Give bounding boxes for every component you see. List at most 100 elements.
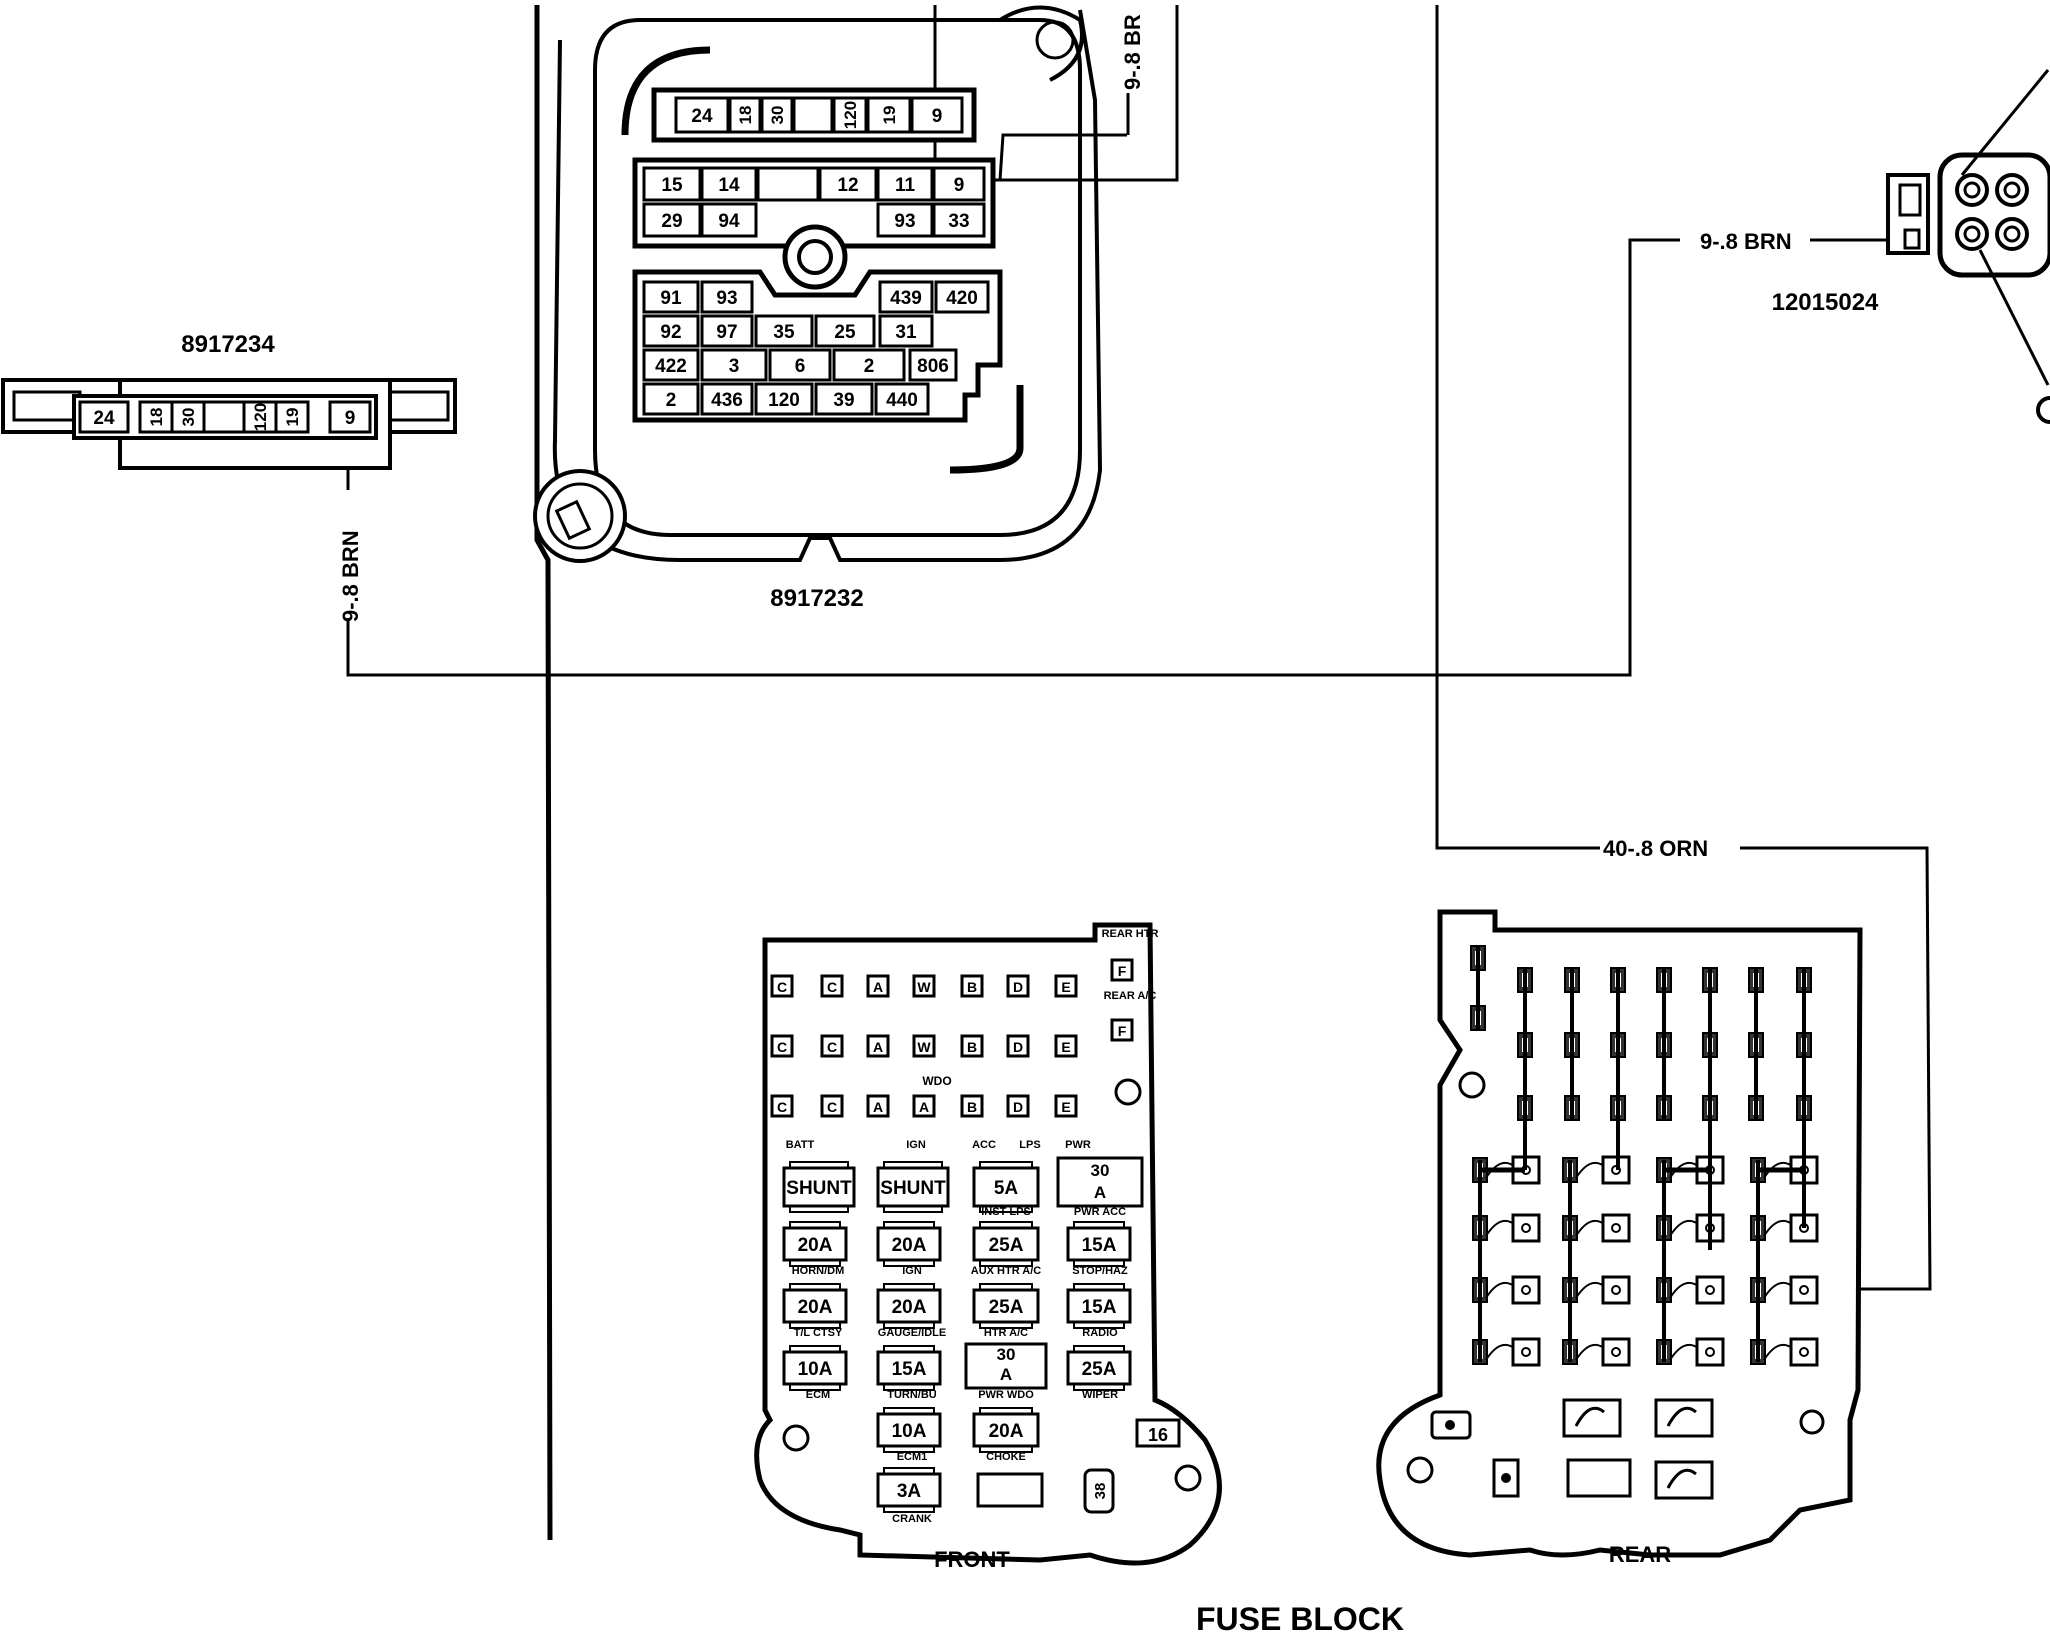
fuse-label: T/L CTSY	[794, 1327, 843, 1339]
terminal-hole	[1611, 1285, 1621, 1295]
pin-cell	[876, 166, 934, 202]
fuse-slot	[770, 1034, 794, 1058]
fuse-slot-letter: A	[873, 1099, 883, 1115]
pin-number: 30	[768, 106, 787, 125]
terminal-hole	[1705, 1347, 1715, 1357]
fuse-label: INST LPS	[981, 1206, 1031, 1218]
relay-slot	[1654, 1398, 1714, 1438]
pin-number: 94	[718, 211, 740, 232]
link	[1575, 1282, 1605, 1299]
pin-cell	[814, 314, 876, 348]
fuse-slot-letter: C	[777, 1039, 787, 1055]
fuse-slot-letter: A	[873, 979, 883, 995]
pin-number: 2	[666, 390, 677, 411]
pin-number: 14	[718, 175, 740, 196]
fuse-slot-letter: A	[873, 1039, 883, 1055]
pin-number: 9	[932, 106, 943, 127]
fuse-label: RADIO	[1082, 1327, 1118, 1339]
pin-number: 439	[890, 288, 922, 309]
fuse-empty	[1566, 1458, 1632, 1498]
link	[1575, 1344, 1605, 1361]
fuse-slot-letter: C	[827, 979, 837, 995]
link	[1669, 1344, 1699, 1361]
terminal-hole	[1445, 1420, 1455, 1430]
wdo-label: WDO	[922, 1074, 951, 1088]
fuse-slot-letter: C	[777, 1099, 787, 1115]
fuse-slot	[1054, 1034, 1078, 1058]
fuse-slot	[1110, 958, 1134, 982]
fuse-label: CHOKE	[986, 1451, 1026, 1463]
pin-number: 6	[795, 356, 806, 377]
connector-main-part-number: 8917232	[770, 585, 863, 612]
pin-cell	[932, 166, 986, 202]
pin-number: 15	[661, 175, 683, 196]
fuse-slot	[866, 974, 890, 998]
fuse-rating: 10A	[798, 1359, 833, 1380]
fuse-slot	[770, 974, 794, 998]
link	[1666, 1468, 1697, 1489]
fuse-empty	[976, 1472, 1044, 1508]
pin-cell	[756, 166, 820, 202]
fuse-label: CRANK	[892, 1513, 932, 1525]
pin-cell	[876, 202, 934, 238]
pin-cell	[642, 166, 702, 202]
pin-number: 24	[691, 106, 713, 127]
pin-cell	[874, 382, 930, 416]
pin-cell	[700, 314, 754, 348]
fuse-slot	[1006, 1094, 1030, 1118]
connector-small-part-number: 8917234	[181, 331, 275, 358]
fuse-label: TURN/BU	[887, 1389, 937, 1401]
fuse	[782, 1288, 848, 1324]
fuse-slot	[770, 1094, 794, 1118]
fuse-rating: SHUNT	[880, 1178, 946, 1199]
fuse-rating: 3A	[897, 1481, 922, 1502]
rear-label: REAR	[1609, 1542, 1671, 1567]
side-label: REAR A/C	[1104, 990, 1157, 1002]
fuse	[876, 1226, 942, 1262]
pin-number: 9	[954, 175, 965, 196]
fuse-slot-letter: D	[1013, 1039, 1023, 1055]
fuse-slot-letter: B	[967, 1039, 977, 1055]
pin-number: 9	[345, 408, 356, 429]
relay-slot	[1654, 1460, 1714, 1500]
fuse-slot	[1110, 1018, 1134, 1042]
pin-number: 24	[93, 408, 115, 429]
pin-number: 422	[655, 356, 687, 377]
fuse	[876, 1412, 942, 1448]
pin-number: 436	[711, 390, 743, 411]
fuse	[876, 1166, 950, 1208]
pin-number: 39	[833, 390, 854, 411]
pin-cell	[832, 348, 906, 382]
fuse-label: ECM	[806, 1389, 830, 1401]
fuse-label: PWR WDO	[978, 1389, 1034, 1401]
fuse	[1056, 1156, 1144, 1208]
link	[1669, 1282, 1699, 1299]
pin-number: 11	[895, 175, 916, 196]
header-label: ACC	[972, 1139, 996, 1151]
pin-number: 92	[660, 322, 681, 343]
fuse-slot-letter: D	[1013, 1099, 1023, 1115]
pin-number: 420	[946, 288, 978, 309]
fuse-rating: 20A	[892, 1235, 927, 1256]
fuse-slot	[960, 1034, 984, 1058]
fuse-block-rear: REAR	[1376, 909, 1863, 1567]
fuse	[972, 1288, 1040, 1324]
link	[1485, 1220, 1515, 1237]
terminal-hole	[1521, 1347, 1531, 1357]
pin-number: 18	[147, 408, 166, 427]
pin-cell	[642, 314, 700, 348]
pin-number: 97	[716, 322, 737, 343]
fuse-slot-letter: W	[917, 1039, 931, 1055]
fuse-slot	[820, 1094, 844, 1118]
side-label: REAR HTR	[1102, 928, 1159, 940]
pin-cell	[202, 400, 246, 434]
fuse-label: PWR ACC	[1074, 1206, 1126, 1218]
fuse	[876, 1472, 942, 1508]
link	[1763, 1220, 1793, 1237]
pin-cell	[674, 96, 730, 134]
pin-cell	[700, 348, 768, 382]
side-label: F	[1118, 1023, 1127, 1039]
fuse	[1066, 1226, 1132, 1262]
pin-cell	[642, 348, 700, 382]
